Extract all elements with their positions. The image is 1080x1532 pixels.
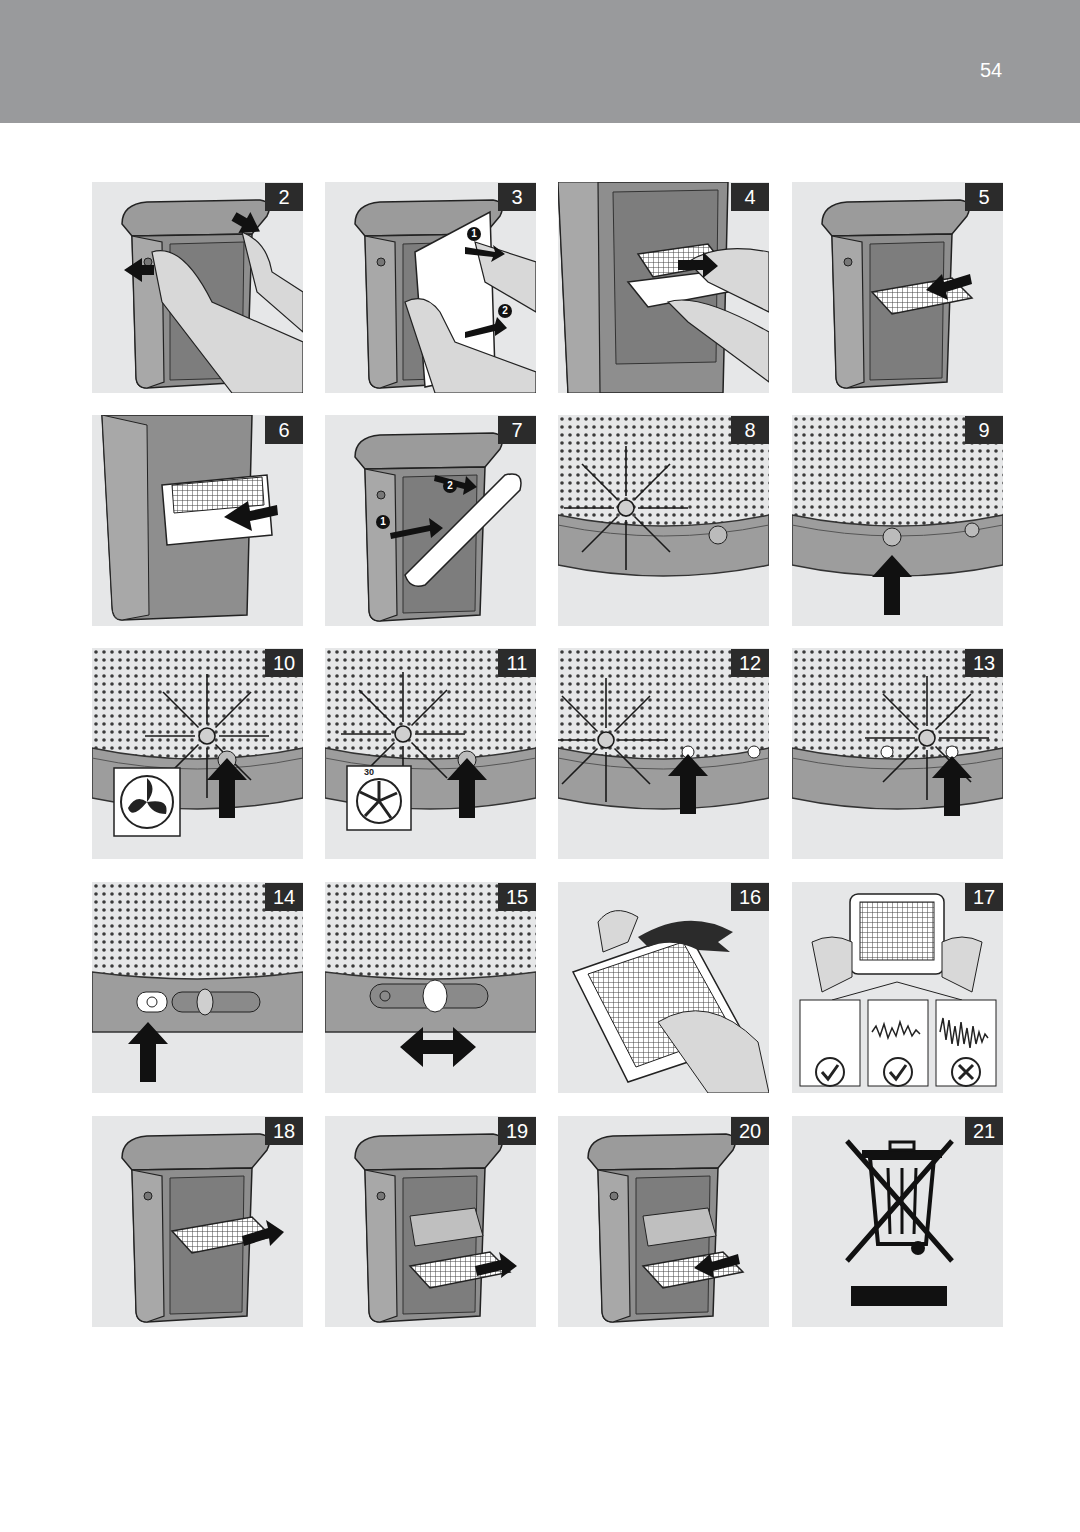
step-number-badge: 9 xyxy=(965,416,1003,444)
step-number: 11 xyxy=(507,653,528,673)
step-number-badge: 11 xyxy=(498,649,536,677)
step-number: 8 xyxy=(744,420,755,440)
step-number: 10 xyxy=(273,653,295,673)
step-number: 18 xyxy=(273,1121,295,1141)
sub-step-number: 1 xyxy=(467,227,481,241)
step-number: 17 xyxy=(973,887,995,907)
step-number-badge: 7 xyxy=(498,416,536,444)
step-number: 20 xyxy=(739,1121,761,1141)
step-number-badge: 13 xyxy=(965,649,1003,677)
step-number: 19 xyxy=(506,1121,528,1141)
step-number: 3 xyxy=(511,187,522,207)
step-number: 9 xyxy=(978,420,989,440)
step-number-badge: 8 xyxy=(731,416,769,444)
step-number: 13 xyxy=(973,653,995,673)
sub-step-number: 2 xyxy=(443,479,457,493)
step-number-badge: 15 xyxy=(498,883,536,911)
step-number: 21 xyxy=(973,1121,995,1141)
step-number: 4 xyxy=(744,187,755,207)
step-number-badge: 19 xyxy=(498,1117,536,1145)
step-number-badge: 3 xyxy=(498,183,536,211)
step-number-badge: 6 xyxy=(265,416,303,444)
step-number-badge: 14 xyxy=(265,883,303,911)
step-number: 5 xyxy=(978,187,989,207)
step-number-badge: 4 xyxy=(731,183,769,211)
step-number: 12 xyxy=(739,653,761,673)
step-number: 7 xyxy=(511,420,522,440)
step-number-badge: 18 xyxy=(265,1117,303,1145)
step-number: 6 xyxy=(278,420,289,440)
step-number: 16 xyxy=(739,887,761,907)
timer-value: 30 xyxy=(364,768,374,777)
step-number-badge: 16 xyxy=(731,883,769,911)
step-number: 15 xyxy=(506,887,528,907)
sub-step-number: 1 xyxy=(376,515,390,529)
page-number: 54 xyxy=(980,60,1002,80)
step-number-badge: 20 xyxy=(731,1117,769,1145)
step-number-badge: 10 xyxy=(265,649,303,677)
step-number: 2 xyxy=(278,187,289,207)
step-number-badge: 2 xyxy=(265,183,303,211)
sub-step-number: 2 xyxy=(498,304,512,318)
step-number-badge: 12 xyxy=(731,649,769,677)
step-number-badge: 21 xyxy=(965,1117,1003,1145)
step-number-badge: 5 xyxy=(965,183,1003,211)
step-number: 14 xyxy=(273,887,295,907)
step-number-badge: 17 xyxy=(965,883,1003,911)
